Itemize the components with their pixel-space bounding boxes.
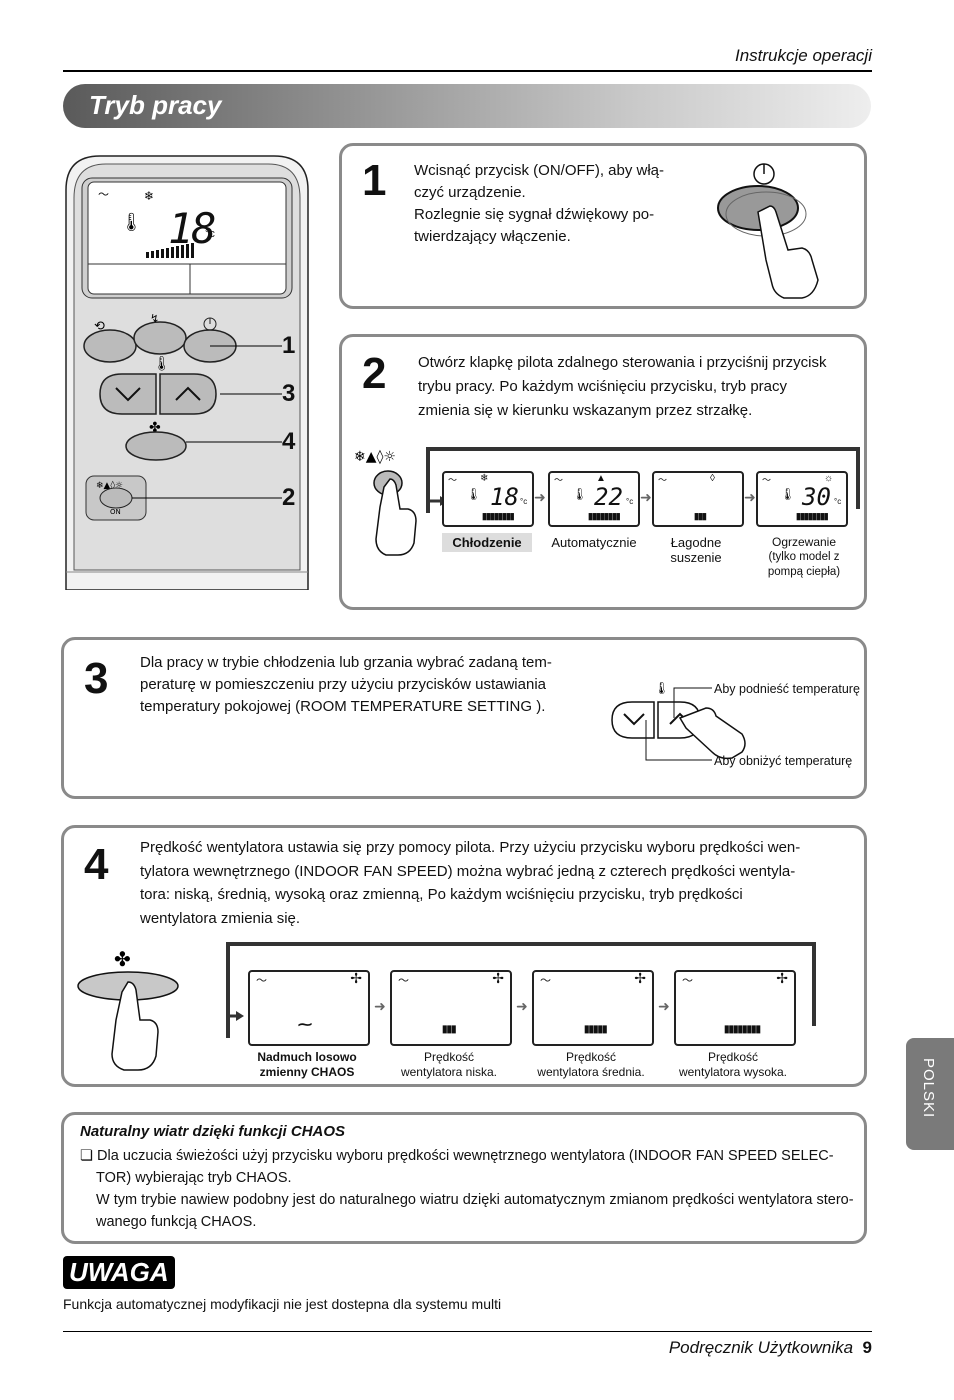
fan-lcd-low: 〜✢ ▮▮▮ [390,970,512,1046]
step1-number: 1 [362,156,387,205]
mode-arrow-1: ➜ [534,489,546,505]
mode-button-press-illustration: ❄▲◊☼ [354,449,417,556]
language-tab-label: POLSKI [920,1058,937,1119]
svg-text:🌡: 🌡 [120,212,143,233]
svg-text:⟲: ⟲ [94,319,105,334]
svg-text:❄▲◊☼: ❄▲◊☼ [96,480,123,491]
step4-number: 4 [84,840,109,889]
chaos-title: Naturalny wiatr dzięki funkcji CHAOS [80,1123,346,1140]
chaos-text: ❏ Dla uczucia świeżości użyj przycisku w… [80,1148,854,1230]
mode-lcd-dry: 〜◊ ▮▮▮ [652,471,744,527]
remote-display-unit: °c [205,228,215,240]
fan-lcd-chaos: 〜✢ ⁓ [248,970,370,1046]
callout-3: 3 [282,380,296,407]
mode-label-cool: Chłodzenie [442,533,532,552]
step3-number: 3 [84,654,109,703]
title-bar: Tryb pracy [63,84,871,128]
uwaga-badge: UWAGA [63,1256,175,1289]
power-button-press-illustration [717,163,819,299]
page-title: Tryb pracy [89,90,222,120]
svg-text:ON: ON [110,508,121,516]
footer-text: Podręcznik Użytkownika [668,1338,854,1357]
svg-text:🌡: 🌡 [153,356,171,372]
mode-lcd-heat: 〜☼ 🌡 30 °c ▮▮▮▮▮▮▮▮ [756,471,848,527]
fan-button-press-illustration: ✤ [77,947,179,1071]
svg-text:〜: 〜 [98,188,109,201]
step1-box: 1 Wcisnąć przycisk (ON/OFF), aby włą-czy… [339,143,867,309]
mode-arrow-2: ➜ [640,489,652,505]
svg-text:↯: ↯ [150,312,159,325]
step3-text: Dla pracy w trybie chłodzenia lub grzani… [140,654,552,715]
step1-text: Wcisnąć przycisk (ON/OFF), aby włą-czyć … [414,162,665,245]
callout-1: 1 [282,332,296,359]
mode-label-auto: Automatycznie [551,535,637,550]
fan-lcd-medium: 〜✢ ▮▮▮▮▮ [532,970,654,1046]
step2-text: Otwórz klapkę pilota zdalnego sterowania… [418,354,827,419]
header-rule [63,70,872,72]
remote-control-illustration: 〜 ❄ 🌡 ⟲ ↯ 🌡 ✤ ❄▲◊☼ ON [65,155,309,590]
svg-text:🌡: 🌡 [654,681,669,695]
fan-arrow-3: ➜ [658,998,670,1014]
lower-temp-label: Aby obniżyć temperaturę [714,754,853,768]
fan-speed-cycle-arrow [226,942,816,1038]
mode-label-heat: Ogrzewanie(tylko model z pompą ciepła) [767,535,841,578]
step2-number: 2 [362,349,387,398]
fan-lcd-high: 〜✢ ▮▮▮▮▮▮▮▮ [674,970,796,1046]
svg-text:❄: ❄ [144,189,154,203]
fan-arrow-1: ➜ [374,998,386,1014]
svg-text:✤: ✤ [114,947,131,971]
footer-rule [63,1331,872,1332]
temperature-buttons-illustration: 🌡 [611,681,746,761]
step4-text: Prędkość wentylatora ustawia się przy po… [140,839,801,927]
callout-2: 2 [282,484,296,511]
fan-arrow-2: ➜ [516,998,528,1014]
uwaga-text: Funkcja automatycznej modyfikacji nie je… [63,1296,502,1312]
step3-box: 3 Dla pracy w trybie chłodzenia lub grza… [61,637,867,799]
raise-temp-label: Aby podnieść temperaturę [714,682,860,696]
chaos-note-box: Naturalny wiatr dzięki funkcji CHAOS ❏ D… [61,1112,867,1244]
section-header: Instrukcje operacji [734,46,872,65]
step2-box: 2 Otwórz klapkę pilota zdalnego sterowan… [339,334,867,610]
callout-4: 4 [282,428,296,455]
footer: Podręcznik Użytkownika 9 [669,1338,872,1358]
mode-lcd-cool: 〜❄ 🌡 18 °c ▮▮▮▮▮▮▮▮ [442,471,534,527]
svg-text:❄▲◊☼: ❄▲◊☼ [354,449,396,465]
mode-arrow-3: ➜ [744,489,756,505]
page-number: 9 [862,1338,872,1357]
language-tab: POLSKI [906,1038,954,1150]
mode-lcd-auto: 〜▲ 🌡 22 °c ▮▮▮▮▮▮▮▮ [548,471,640,527]
step4-box: 4 Prędkość wentylatora ustawia się przy … [61,825,867,1087]
remote-display-temp: 18 [168,204,217,253]
